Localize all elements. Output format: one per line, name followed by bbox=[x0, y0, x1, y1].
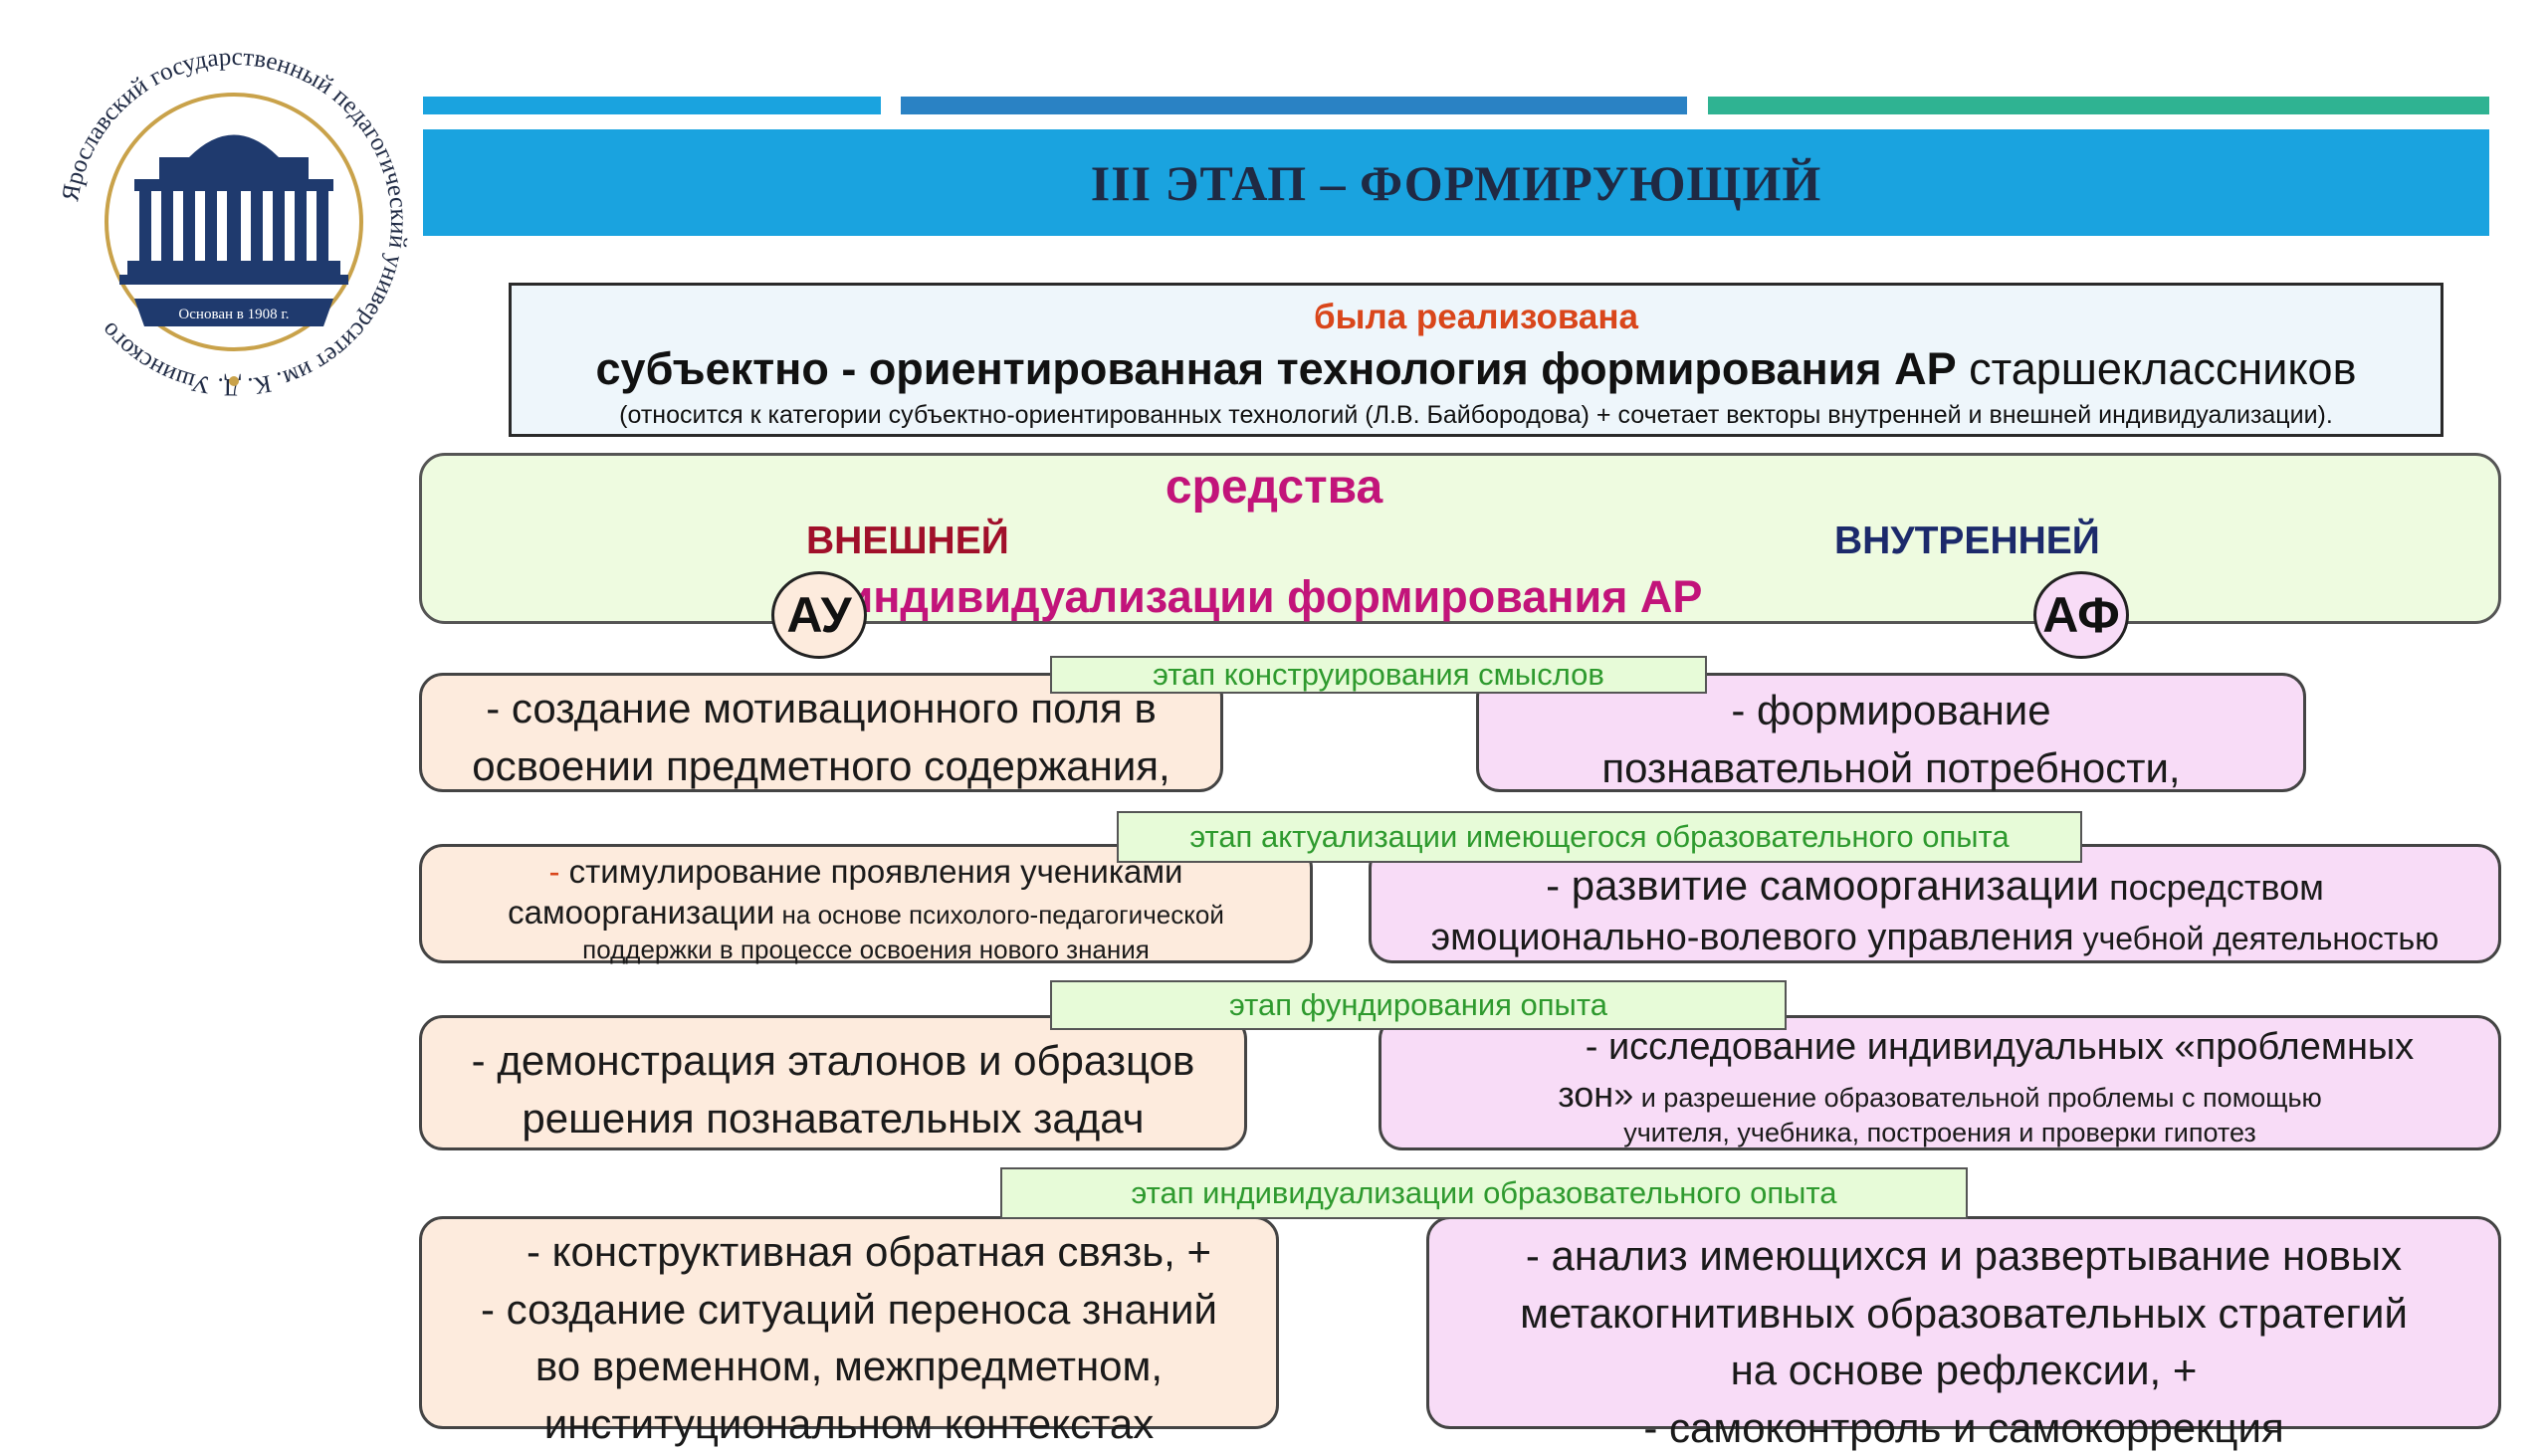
internal-label: ВНУТРЕННЕЙ bbox=[1834, 520, 2100, 562]
building-icon bbox=[119, 134, 348, 285]
dot-icon bbox=[229, 376, 239, 386]
row4-left-box: - конструктивная обратная связь, + - соз… bbox=[419, 1216, 1279, 1447]
row2-left-box: - стимулирование проявления учениками са… bbox=[419, 844, 1313, 964]
ribbon-shape bbox=[134, 299, 333, 326]
external-label: ВНЕШНЕЙ bbox=[806, 520, 1009, 562]
row4-left-line3: во временном, межпредметном, bbox=[534, 1343, 1164, 1390]
row2-left-line3: поддержки в процессе освоения нового зна… bbox=[582, 934, 1150, 964]
stage-3-label: этап фундирования опыта bbox=[1050, 980, 1787, 1030]
row2-right-line2b: учебной деятельностью bbox=[2073, 920, 2440, 956]
title-banner: III ЭТАП – ФОРМИРУЮЩИЙ bbox=[423, 129, 2489, 236]
row2-left-line2b: на основе психолого-педагогической bbox=[774, 900, 1224, 931]
individualization-label: индивидуализации формирования АР bbox=[845, 571, 1703, 622]
page-title: III ЭТАП – ФОРМИРУЮЩИЙ bbox=[1090, 154, 1822, 211]
row2-left-line2a: самоорганизации bbox=[508, 894, 775, 932]
row3-left-line1: - демонстрация эталонов и образцов bbox=[471, 1037, 1195, 1084]
badge-af: АФ bbox=[2033, 571, 2129, 659]
row3-right-line1: - исследование индивидуальных «проблемны… bbox=[1585, 1026, 2415, 1068]
means-title: средства bbox=[1165, 461, 1383, 514]
top-stripe-3 bbox=[1708, 97, 2489, 114]
row4-left-line2: - создание ситуаций переноса знаний bbox=[481, 1285, 1217, 1333]
badge-au: АУ bbox=[771, 571, 867, 659]
row3-right-line2a: зон» bbox=[1558, 1073, 1634, 1115]
row4-left-line1: - конструктивная обратная связь, + bbox=[527, 1228, 1211, 1275]
row4-right-line1: - анализ имеющихся и развертывание новых bbox=[1525, 1232, 2403, 1279]
intro-line3: (относится к категории субъектно-ориенти… bbox=[619, 401, 2333, 429]
row2-left-line1: стимулирование проявления учениками bbox=[559, 853, 1183, 890]
row4-right-line3: на основе рефлексии, + bbox=[1730, 1347, 2198, 1394]
row3-right-line2b: и разрешение образовательной проблемы с … bbox=[1633, 1082, 2322, 1113]
technology-box: была реализована субъектно - ориентирова… bbox=[509, 283, 2443, 437]
row3-right-line3: учителя, учебника, построения и проверки… bbox=[1623, 1117, 2256, 1147]
row2-left-dash: - bbox=[548, 853, 560, 890]
intro-line2: субъектно - ориентированная технология ф… bbox=[595, 343, 2357, 394]
top-stripe-1 bbox=[423, 97, 881, 114]
row3-left-line2: решения познавательных задач bbox=[522, 1094, 1145, 1142]
stage-2-label: этап актуализации имеющегося образовател… bbox=[1117, 811, 2082, 863]
stage-4-label: этап индивидуализации образовательного о… bbox=[1000, 1167, 1968, 1219]
row4-right-line4: - самоконтроль и самокоррекция bbox=[1643, 1403, 2284, 1451]
row4-right-line2: метакогнитивных образовательных стратеги… bbox=[1520, 1289, 2408, 1337]
row2-right-line2a: эмоционально-волевого управления bbox=[1430, 916, 2074, 958]
row4-right-box: - анализ имеющихся и развертывание новых… bbox=[1426, 1216, 2501, 1451]
row2-right-box: - развитие самоорганизации посредством э… bbox=[1369, 844, 2501, 963]
row2-right-line1b: посредством bbox=[2099, 867, 2324, 908]
row3-left-box: - демонстрация эталонов и образцов решен… bbox=[419, 1015, 1247, 1150]
university-logo: Ярославский государственный педагогическ… bbox=[50, 38, 418, 406]
row1-right-line2: познавательной потребности, bbox=[1601, 743, 2181, 791]
intro-line1: была реализована bbox=[1313, 298, 1639, 336]
top-stripe-2 bbox=[901, 97, 1687, 114]
row4-left-line4: институциональном контекстах bbox=[543, 1399, 1155, 1447]
row2-right-line1a: - развитие самоорганизации bbox=[1546, 862, 2100, 909]
means-box bbox=[419, 453, 2501, 624]
row1-left-line1: - создание мотивационного поля в bbox=[486, 685, 1157, 731]
row1-right-line1: - формирование bbox=[1731, 687, 2051, 733]
stage-1-label: этап конструирования смыслов bbox=[1050, 656, 1707, 694]
row1-left-line2: освоении предметного содержания, bbox=[472, 741, 1170, 789]
logo-founded: Основан в 1908 г. bbox=[178, 307, 289, 322]
row3-right-box: - исследование индивидуальных «проблемны… bbox=[1379, 1015, 2501, 1150]
